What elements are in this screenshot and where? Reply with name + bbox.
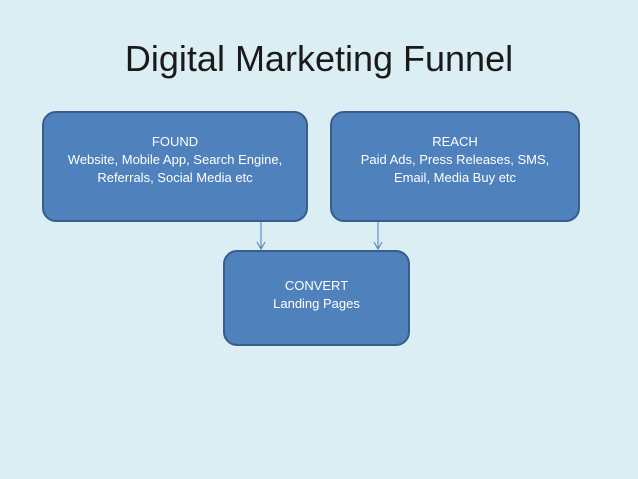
reach-heading: REACH (432, 133, 478, 149)
found-box: FOUND Website, Mobile App, Search Engine… (42, 111, 308, 222)
reach-detail-line-1: Paid Ads, Press Releases, SMS, (360, 151, 550, 167)
found-detail-line-2: Referrals, Social Media etc (97, 169, 253, 185)
found-detail-line-1: Website, Mobile App, Search Engine, (67, 151, 283, 167)
convert-heading: CONVERT (284, 278, 349, 293)
reach-box: REACH Paid Ads, Press Releases, SMS, Ema… (330, 111, 580, 222)
reach-detail-line-2: Email, Media Buy etc (393, 169, 517, 185)
convert-box: CONVERT Landing Pages (223, 250, 410, 346)
slide-title: Digital Marketing Funnel (124, 38, 514, 79)
convert-detail-line-1: Landing Pages (273, 296, 360, 311)
found-heading: FOUND (151, 133, 199, 149)
